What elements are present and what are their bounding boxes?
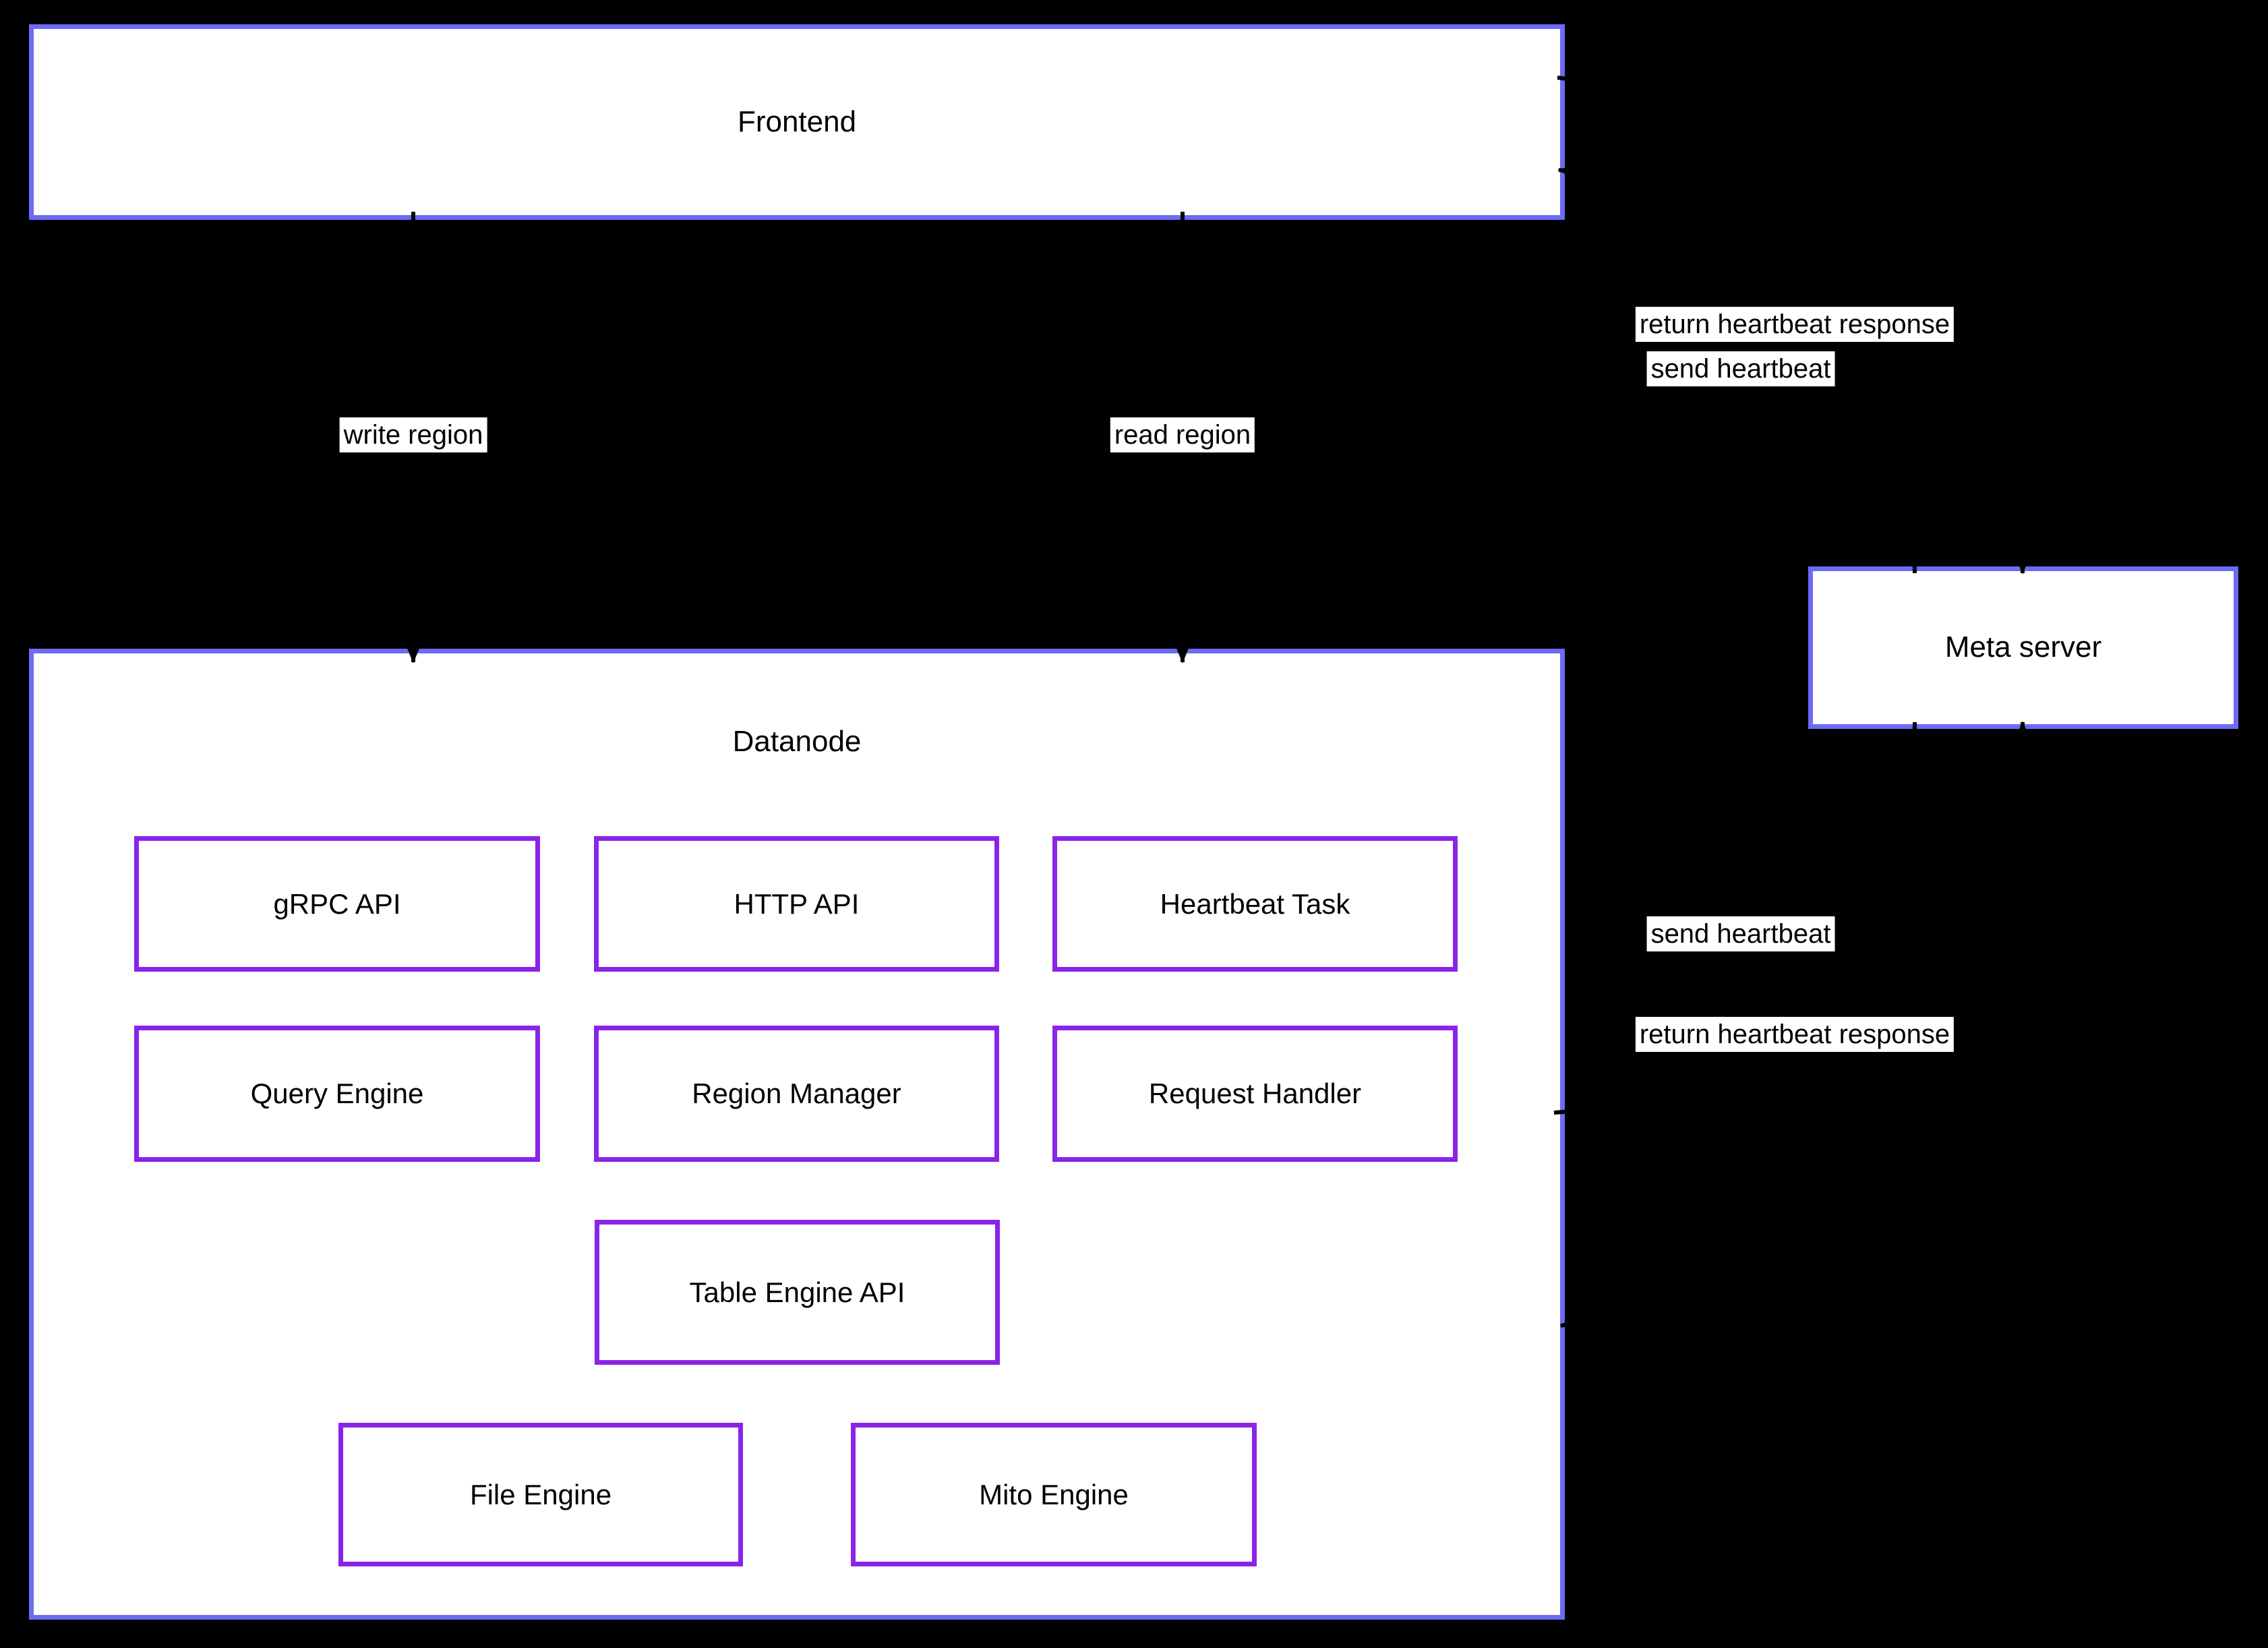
meta-server-label: Meta server [1944,630,2102,664]
edge-label-datanode-return-heartbeat: return heartbeat response [1635,1017,1954,1052]
component-label: Table Engine API [689,1276,905,1308]
component-label: Query Engine [250,1078,424,1109]
component-label: Request Handler [1148,1078,1362,1109]
component-label: HTTP API [734,887,860,920]
component-box-heartbeat-task: Heartbeat Task [1052,836,1458,972]
edge-label-write-region: write region [339,417,487,452]
component-box-query-engine: Query Engine [134,1026,540,1162]
edge-label-read-region: read region [1110,417,1255,452]
component-label: Heartbeat Task [1160,887,1350,920]
edge-label-frontend-return-heartbeat: return heartbeat response [1635,307,1954,342]
component-box-file-engine: File Engine [338,1423,743,1566]
component-box-http-api: HTTP API [594,836,999,972]
component-box-request-handler: Request Handler [1052,1026,1458,1162]
component-box-region-manager: Region Manager [594,1026,999,1162]
component-box-grpc-api: gRPC API [134,836,540,972]
component-label: Mito Engine [979,1478,1129,1510]
frontend-box [29,24,1565,220]
edge-label-datanode-send-heartbeat: send heartbeat [1646,916,1835,951]
component-label: File Engine [469,1478,612,1510]
edge-label-frontend-send-heartbeat: send heartbeat [1646,351,1835,386]
component-box-table-engine-api: Table Engine API [595,1220,1000,1365]
datanode-label: Datanode [732,725,862,758]
component-box-mito-engine: Mito Engine [851,1423,1257,1566]
frontend-label: Frontend [737,105,857,138]
component-label: Region Manager [692,1078,901,1109]
component-label: gRPC API [273,887,401,920]
